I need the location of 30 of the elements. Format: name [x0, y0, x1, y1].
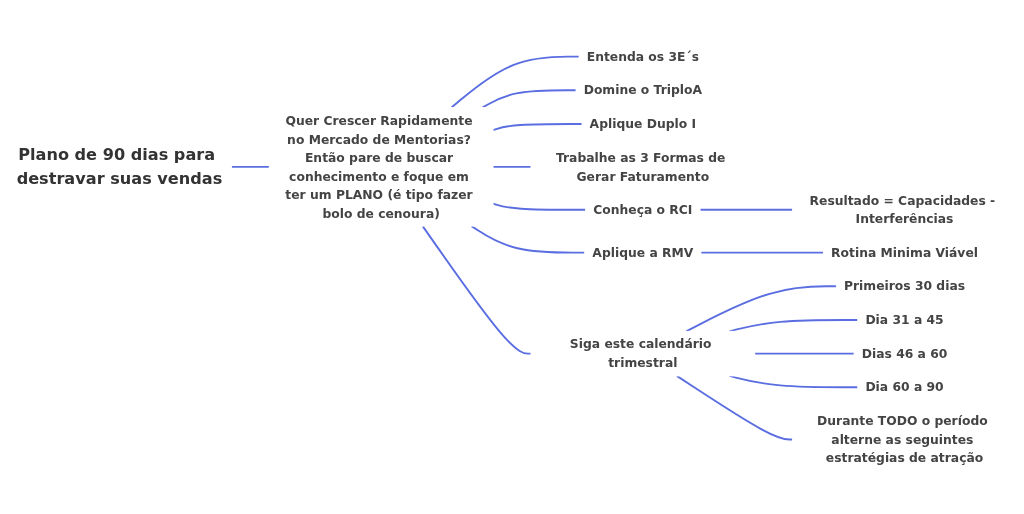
connector: [450, 55, 581, 109]
node-text: Dia 60 a 90: [865, 379, 944, 394]
node-text: Entenda os 3E´s: [586, 48, 699, 64]
node-text: Aplique Duplo I: [589, 116, 697, 131]
connector: [699, 251, 825, 254]
node-text: Conheça o RCI: [593, 202, 693, 217]
node-text: Dia 31 a 45: [865, 312, 944, 327]
node-text: Quer Crescer Rapidamente no Mercado de Mentorias? Então pare de buscar conhecimento e foque em ter um PLANO (é tipo fazer bolo de cenoura): [285, 112, 473, 220]
node-text: Primeiros 30 dias: [843, 278, 966, 293]
node-text: Trabalhe as 3 Formas de Gerar Faturamento: [555, 149, 726, 183]
node-text: Resultado = Capacidades - Interferências: [809, 192, 996, 226]
node-text: Rotina Minima Viável: [831, 245, 978, 260]
node-text: Siga este calendário trimestral: [569, 336, 712, 370]
connector: [481, 89, 578, 109]
connector: [699, 208, 794, 211]
connector: [230, 165, 271, 168]
node-text: Domine o TriploA: [583, 82, 703, 97]
node-text: Plano de 90 dias para destravar suas vendas: [16, 144, 223, 188]
connector: [470, 224, 586, 254]
connector: [728, 318, 859, 332]
node-text: Dias 46 a 60: [861, 346, 948, 361]
connector: [492, 202, 587, 211]
connector: [685, 285, 838, 332]
node-text: Durante TODO o período alterne as seguintes estratégias de atração: [817, 413, 988, 465]
connector: [492, 165, 532, 168]
connector: [753, 352, 856, 355]
connector: [492, 122, 583, 131]
connector: [675, 374, 794, 441]
node-text: Aplique a RMV: [592, 245, 694, 260]
connector: [421, 224, 532, 355]
